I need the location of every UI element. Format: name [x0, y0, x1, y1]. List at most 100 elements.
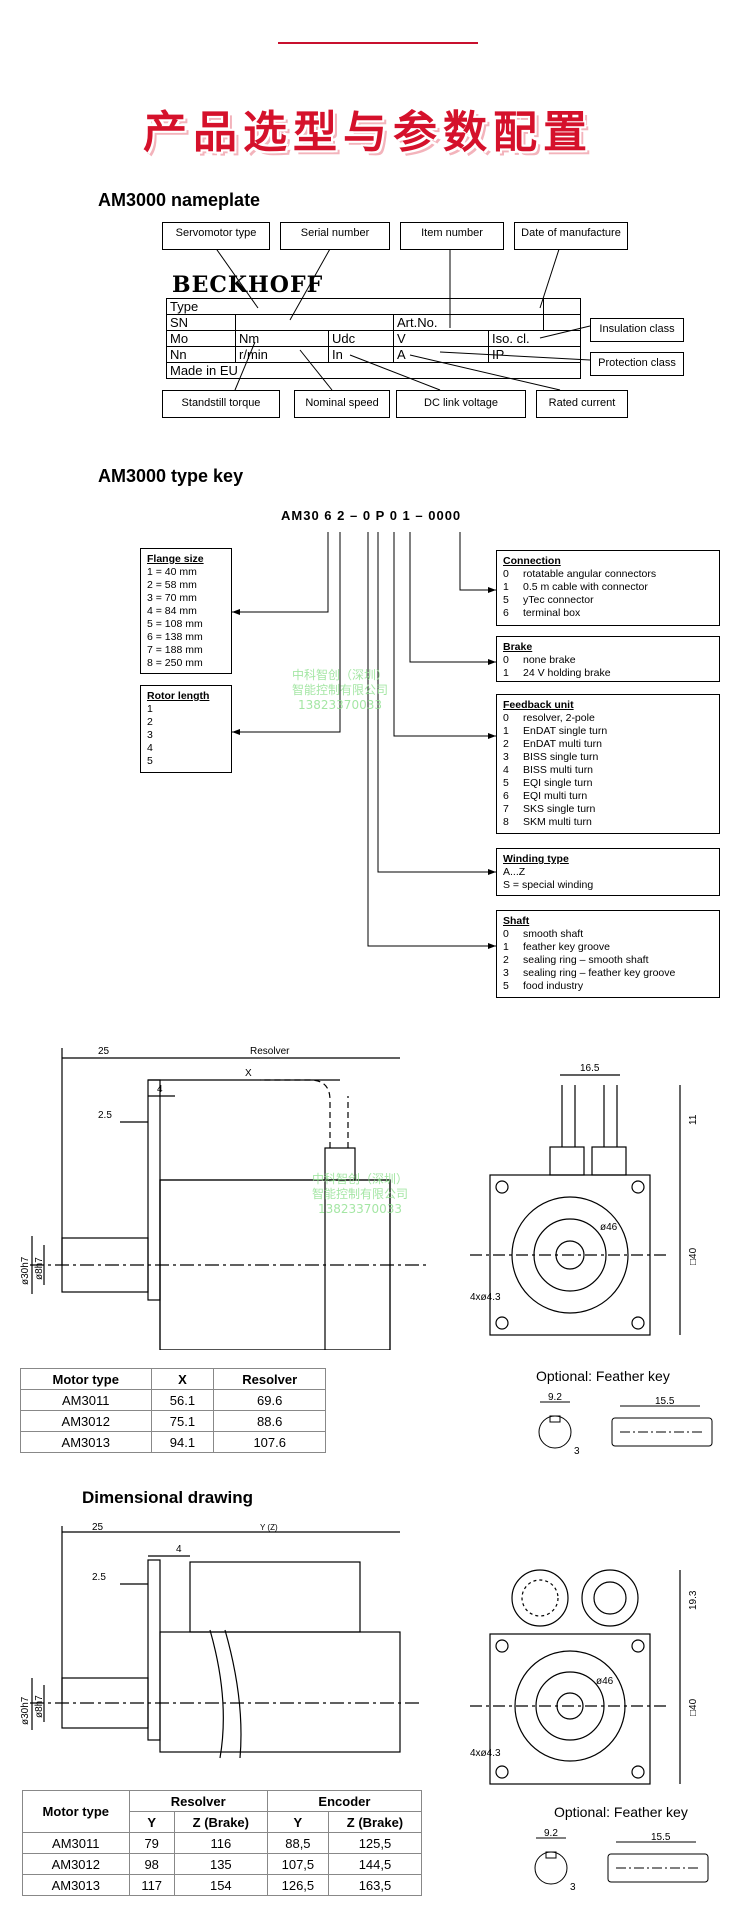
rotor-item: 3	[147, 729, 153, 741]
cell: 56.1	[150, 1389, 215, 1411]
dim-d30: ø30h7	[20, 1256, 31, 1285]
np-cell: Nm	[235, 330, 329, 347]
key-dim-a: 9.2	[544, 1828, 558, 1839]
watermark-line: 智能控制有限公司	[311, 1187, 408, 1201]
key: 1	[503, 941, 509, 953]
dim-d8: ø8h7	[34, 1257, 45, 1280]
callout-serial-number: Serial number	[280, 222, 390, 250]
cell: AM3012	[20, 1410, 152, 1432]
shaft-title: Shaft	[503, 915, 530, 927]
dim-16-5: 16.5	[580, 1063, 600, 1074]
winding-item: A...Z	[503, 866, 526, 878]
dim-d46: ø46	[600, 1222, 618, 1233]
flange-item: 5 = 108 mm	[147, 618, 203, 630]
watermark: 中科智创（深圳） 智能控制有限公司 13823370033	[280, 1172, 440, 1217]
connection-title: Connection	[503, 555, 561, 567]
value: SKS single turn	[523, 803, 596, 815]
key: 0	[503, 654, 509, 666]
key-dim-b: 15.5	[651, 1832, 671, 1843]
np-cell: SN	[166, 314, 236, 331]
key: 1	[503, 581, 509, 593]
table-row: AM3012 98 135 107,5 144,5	[22, 1853, 423, 1875]
cell: AM3013	[22, 1874, 130, 1896]
table-row: AM3012 75.1 88.6	[20, 1410, 326, 1432]
cell: 163,5	[327, 1874, 423, 1896]
key: 6	[503, 607, 509, 619]
value: EnDAT multi turn	[523, 738, 602, 750]
key: 5	[503, 980, 509, 992]
dim-25: 25	[92, 1522, 104, 1533]
cell: 107.6	[213, 1431, 326, 1453]
typekey-heading: AM3000 type key	[98, 466, 244, 486]
value: BISS multi turn	[523, 764, 594, 776]
cell: 88.6	[213, 1410, 326, 1432]
value: sealing ring – smooth shaft	[523, 954, 649, 966]
winding-item: S = special winding	[503, 879, 594, 891]
callout-rated-current: Rated current	[536, 390, 628, 418]
watermark-line: 中科智创（深圳）	[291, 668, 388, 682]
value: 24 V holding brake	[523, 667, 611, 679]
np-cell: Iso. cl.	[488, 330, 581, 347]
watermark-line: 中科智创（深圳）	[311, 1172, 408, 1186]
motor-drawing-side-view-2: 25 Y (Z) 4 2.5 ø30h7 ø8h7	[20, 1522, 420, 1759]
value: BISS single turn	[523, 751, 599, 763]
flange-size-box: Flange size 1 = 40 mm 2 = 58 mm 3 = 70 m…	[140, 548, 232, 674]
th-motor-type: Motor type	[20, 1368, 152, 1390]
value: 0.5 m cable with connector	[523, 581, 648, 593]
optional-feather-key-caption-1: Optional: Feather key	[536, 1368, 670, 1384]
dim-d40: □40	[688, 1698, 699, 1716]
rotor-item: 5	[147, 755, 153, 767]
key-dim-c: 3	[570, 1882, 576, 1893]
typekey-connector-lines	[232, 532, 496, 949]
rotor-title: Rotor length	[147, 690, 210, 702]
dim-d8: ø8h7	[34, 1695, 45, 1718]
value: smooth shaft	[523, 928, 584, 940]
rotor-item: 4	[147, 742, 153, 754]
brake-title: Brake	[503, 641, 533, 653]
flange-item: 4 = 84 mm	[147, 605, 197, 617]
key: 8	[503, 816, 509, 828]
dim-25: 25	[98, 1046, 110, 1057]
callout-item-number: Item number	[400, 222, 504, 250]
dim-4: 4	[157, 1084, 163, 1095]
rotor-item: 1	[147, 703, 153, 715]
value: EQI single turn	[523, 777, 593, 789]
feather-key-drawing-2: 9.2 15.5 3	[534, 1828, 709, 1893]
cell: 126,5	[266, 1874, 329, 1896]
nameplate-table: Type SN Art.No. Mo Nm Udc V Iso. cl. Nn …	[166, 298, 581, 379]
np-cell: Art.No.	[393, 314, 544, 331]
key: 3	[503, 751, 509, 763]
value: sealing ring – feather key groove	[523, 967, 676, 979]
feather-key-drawing-1: 9.2 15.5 3	[538, 1392, 713, 1457]
key: 1	[503, 667, 509, 679]
np-cell: Type	[166, 298, 544, 315]
th-z-brake: Z (Brake)	[173, 1811, 268, 1833]
cell: 79	[128, 1832, 175, 1854]
dim-x: X	[245, 1068, 252, 1079]
value: resolver, 2-pole	[523, 712, 595, 724]
dim-resolver: Resolver	[250, 1046, 290, 1057]
value: food industry	[523, 980, 584, 992]
np-cell: A	[393, 346, 489, 363]
value: yTec connector	[523, 594, 594, 606]
value: SKM multi turn	[523, 816, 592, 828]
cell: 117	[128, 1874, 175, 1896]
value: EnDAT single turn	[523, 725, 608, 737]
callout-servomotor-type: Servomotor type	[162, 222, 270, 250]
np-cell: V	[393, 330, 489, 347]
flange-item: 7 = 188 mm	[147, 644, 203, 656]
key-dim-a: 9.2	[548, 1392, 562, 1403]
flange-title: Flange size	[147, 553, 204, 565]
motor-drawing-front-view-1: 16.5 11 ø46 □40 4xø4.3	[470, 1063, 699, 1336]
dim-y-z: Y (Z)	[260, 1523, 278, 1532]
key: 0	[503, 712, 509, 724]
dimension-table-1: Motor type X Resolver AM3011 56.1 69.6 A…	[20, 1368, 326, 1453]
cell: 88,5	[266, 1832, 329, 1854]
cell: 154	[173, 1874, 268, 1896]
cell: AM3011	[22, 1832, 130, 1854]
value: terminal box	[523, 607, 581, 619]
